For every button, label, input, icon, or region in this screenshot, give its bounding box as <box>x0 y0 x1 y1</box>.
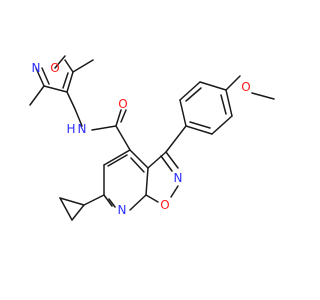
bond <box>211 115 233 135</box>
bond <box>160 155 173 172</box>
bond <box>62 72 69 89</box>
bond <box>41 67 50 85</box>
bond <box>199 81 227 91</box>
bond <box>115 109 122 127</box>
bond <box>66 71 74 93</box>
bond <box>103 194 113 207</box>
atom-oxygen: O <box>160 198 169 212</box>
bond <box>91 125 117 131</box>
bond <box>185 125 213 135</box>
bond <box>170 185 179 198</box>
bond <box>145 194 159 203</box>
bond <box>72 59 94 73</box>
bond <box>225 75 241 91</box>
bond <box>120 109 127 123</box>
atom-nitrogen: N <box>32 61 41 75</box>
bond <box>83 194 105 206</box>
bond <box>35 67 45 87</box>
atom-oxygen: O <box>50 61 59 75</box>
bond <box>29 85 45 106</box>
bond <box>145 167 149 196</box>
atom-labels: O N N H O O N O N <box>32 61 251 217</box>
bond <box>129 194 147 211</box>
bond <box>165 151 179 169</box>
bond <box>103 149 131 166</box>
bond <box>220 94 227 115</box>
bond <box>107 154 128 167</box>
bond <box>59 197 85 206</box>
bond <box>129 149 149 169</box>
bond <box>71 204 85 221</box>
bond <box>64 59 74 73</box>
molecule-svg: O N N H O O N O N <box>29 55 275 221</box>
bond <box>74 108 83 127</box>
bonds <box>29 55 275 221</box>
bond <box>179 99 187 127</box>
atom-hydrogen: H <box>66 122 75 136</box>
bond <box>66 91 76 110</box>
bond <box>179 81 201 101</box>
bond <box>54 55 66 69</box>
bond <box>147 151 167 169</box>
atom-oxygen: O <box>118 97 127 111</box>
bond <box>43 85 68 93</box>
bond <box>165 125 187 153</box>
bond <box>185 87 202 102</box>
atom-oxygen: O <box>241 80 250 94</box>
bond <box>225 89 233 117</box>
structure-diagram: O N N H O O N O N <box>29 55 275 221</box>
atom-nitrogen: N <box>118 203 127 217</box>
bond <box>189 121 211 129</box>
atom-nitrogen: N <box>78 122 87 136</box>
bond <box>59 197 73 221</box>
atom-nitrogen: N <box>174 171 183 185</box>
bond <box>130 157 145 173</box>
bond <box>251 92 275 100</box>
bond <box>108 198 116 208</box>
bond <box>115 125 131 151</box>
